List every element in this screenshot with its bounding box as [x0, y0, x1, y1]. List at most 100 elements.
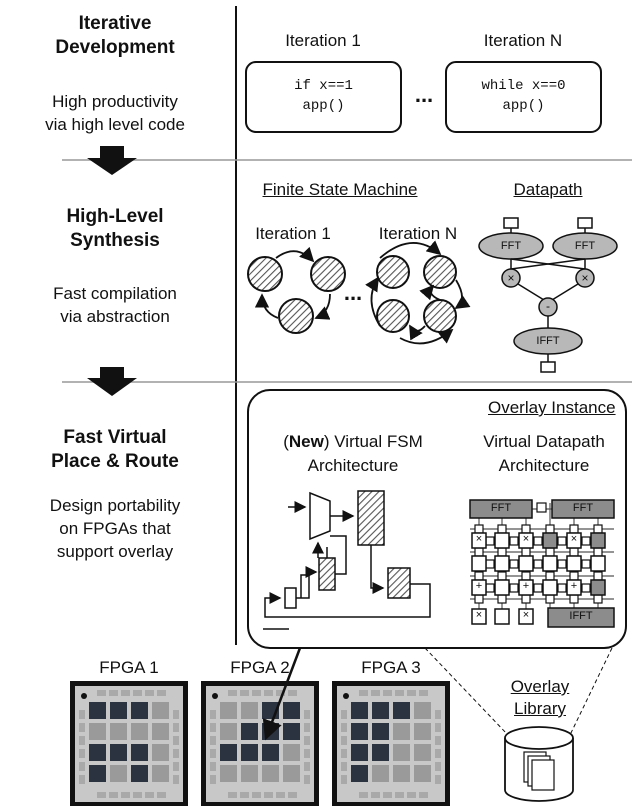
- fpga-free-cell: [372, 765, 389, 782]
- fpga-used-cell: [241, 723, 258, 740]
- fpga-free-cell: [283, 744, 300, 761]
- stage1-desc-line2: via high level code: [45, 115, 185, 134]
- virtual-datapath-title-line1: Virtual Datapath: [483, 432, 605, 451]
- library-line1: Overlay: [510, 677, 570, 696]
- code-n-line2: app(): [502, 98, 545, 114]
- fpga-free-cell: [220, 702, 237, 719]
- datapath-graph: [478, 217, 618, 373]
- fpga-io-pad: [276, 792, 285, 798]
- stage3-desc: Design portability on FPGAs that support…: [28, 494, 202, 563]
- fpga-used-cell: [351, 723, 368, 740]
- fpga-free-cell: [414, 765, 431, 782]
- fpga-io-pad: [109, 690, 118, 696]
- stage3-desc-line1: Design portability: [49, 496, 181, 515]
- stage1-title: Iterative Development: [50, 12, 180, 60]
- fpga-io-pad: [383, 792, 392, 798]
- virtual-datapath-grid: [469, 499, 615, 628]
- fpga-io-pad: [288, 792, 297, 798]
- fpga-free-cell: [152, 702, 169, 719]
- fft-node-2: FFT: [574, 240, 596, 252]
- fpga-io-pad: [79, 736, 85, 745]
- grid-ifft: IFFT: [569, 610, 593, 622]
- fpga-io-pad: [133, 792, 142, 798]
- code-1-line1: if x==1: [294, 78, 353, 94]
- fsm-iteration-1: [247, 246, 346, 334]
- fpga-io-pad: [264, 690, 273, 696]
- fpga-free-cell: [110, 765, 127, 782]
- fpga-io-pad: [228, 792, 237, 798]
- fpga-io-pad: [210, 775, 216, 784]
- fpga-io-pad: [371, 690, 380, 696]
- fpga-io-pad: [210, 710, 216, 719]
- code-snippet-1: if x==1 app(): [246, 76, 401, 116]
- fpga-io-pad: [173, 775, 179, 784]
- stage3-desc-line3: support overlay: [56, 542, 174, 561]
- fpga-io-pad: [79, 762, 85, 771]
- fpga-free-cell: [131, 723, 148, 740]
- fpga-io-pad: [173, 762, 179, 771]
- grid-fft-1: FFT: [490, 502, 512, 514]
- stage2-title-line1: High-Level: [66, 206, 164, 227]
- fpga-used-cell: [131, 765, 148, 782]
- fpga-io-pad: [173, 736, 179, 745]
- fpga-io-pad: [145, 690, 154, 696]
- fpga-io-pad: [79, 723, 85, 732]
- stage1-title-line2: Development: [55, 37, 175, 58]
- fpga-free-cell: [262, 765, 279, 782]
- grid-add-3: +: [570, 580, 578, 592]
- fpga-io-pad: [419, 792, 428, 798]
- stage1-desc: High productivity via high level code: [28, 90, 202, 136]
- hls-iteration-n-label: Iteration N: [378, 224, 458, 243]
- mul-node-1: ×: [507, 271, 515, 285]
- code-1-line2: app(): [302, 98, 345, 114]
- fpga-used-cell: [283, 723, 300, 740]
- fpga-io-pad: [173, 710, 179, 719]
- fpga-io-pad: [133, 690, 142, 696]
- overlay-instance-title: Overlay Instance: [488, 398, 616, 417]
- virtual-fsm-title-line1: (New) Virtual FSM: [250, 432, 456, 452]
- fpga-io-pad: [341, 736, 347, 745]
- fft-node-1: FFT: [500, 240, 522, 252]
- fpga-3-label: FPGA 3: [361, 658, 421, 677]
- sub-node: -: [546, 299, 550, 313]
- fpga-io-pad: [121, 792, 130, 798]
- fpga-io-pad: [276, 690, 285, 696]
- stage3-title-line2: Place & Route: [51, 451, 179, 472]
- fpga-free-cell: [152, 765, 169, 782]
- fpga-io-pad: [304, 723, 310, 732]
- virtual-datapath-title-line2: Architecture: [498, 456, 590, 475]
- fpga-used-cell: [372, 702, 389, 719]
- fpga-io-pad: [252, 690, 261, 696]
- overlay-library-cylinder: [504, 726, 574, 802]
- fpga-used-cell: [241, 744, 258, 761]
- dev-iteration-n-label: Iteration N: [483, 31, 563, 50]
- fpga-used-cell: [372, 723, 389, 740]
- library-link-right: [569, 647, 613, 736]
- fpga-chip-2: [201, 681, 319, 806]
- fpga-free-cell: [89, 723, 106, 740]
- dev-iteration-1-label: Iteration 1: [285, 31, 361, 50]
- fpga-io-pad: [79, 710, 85, 719]
- overlay-library-label: Overlay Library: [504, 676, 576, 720]
- fpga-free-cell: [152, 723, 169, 740]
- fpga-io-pad: [173, 749, 179, 758]
- fpga-io-pad: [210, 736, 216, 745]
- stage3-title: Fast Virtual Place & Route: [40, 426, 190, 474]
- new-label: New: [288, 432, 324, 451]
- library-line2: Library: [514, 699, 566, 718]
- dev-ellipsis: ...: [414, 82, 434, 107]
- stage2-desc: Fast compilation via abstraction: [28, 282, 202, 328]
- grid-fft-2: FFT: [572, 502, 594, 514]
- fpga-free-cell: [414, 702, 431, 719]
- fpga-free-cell: [110, 723, 127, 740]
- fpga-io-pad: [79, 775, 85, 784]
- fpga-io-pad: [109, 792, 118, 798]
- fpga-free-cell: [393, 723, 410, 740]
- fpga-io-pad: [304, 749, 310, 758]
- grid-mul-2: ×: [522, 533, 530, 545]
- fpga-io-pad: [304, 762, 310, 771]
- fpga-1-label: FPGA 1: [99, 658, 159, 677]
- fpga-io-pad: [407, 792, 416, 798]
- fpga-io-pad: [341, 710, 347, 719]
